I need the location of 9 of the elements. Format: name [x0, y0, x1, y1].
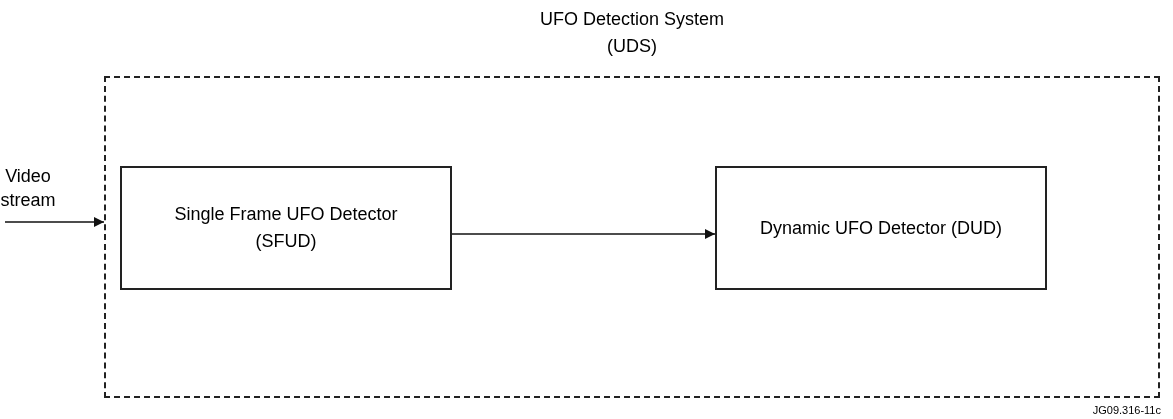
edge-label: Video stream	[0, 165, 57, 212]
process-box	[120, 166, 452, 290]
box-label: Dynamic UFO Detector (DUD)	[759, 216, 1003, 240]
figure-code: JG09.316-11c	[1092, 403, 1161, 417]
box-label: Single Frame UFO Detector (SFUD)	[173, 203, 399, 253]
process-box	[715, 166, 1047, 290]
system-title: UFO Detection System (UDS)	[538, 8, 726, 58]
arrow	[451, 229, 716, 239]
arrow	[4, 217, 105, 227]
